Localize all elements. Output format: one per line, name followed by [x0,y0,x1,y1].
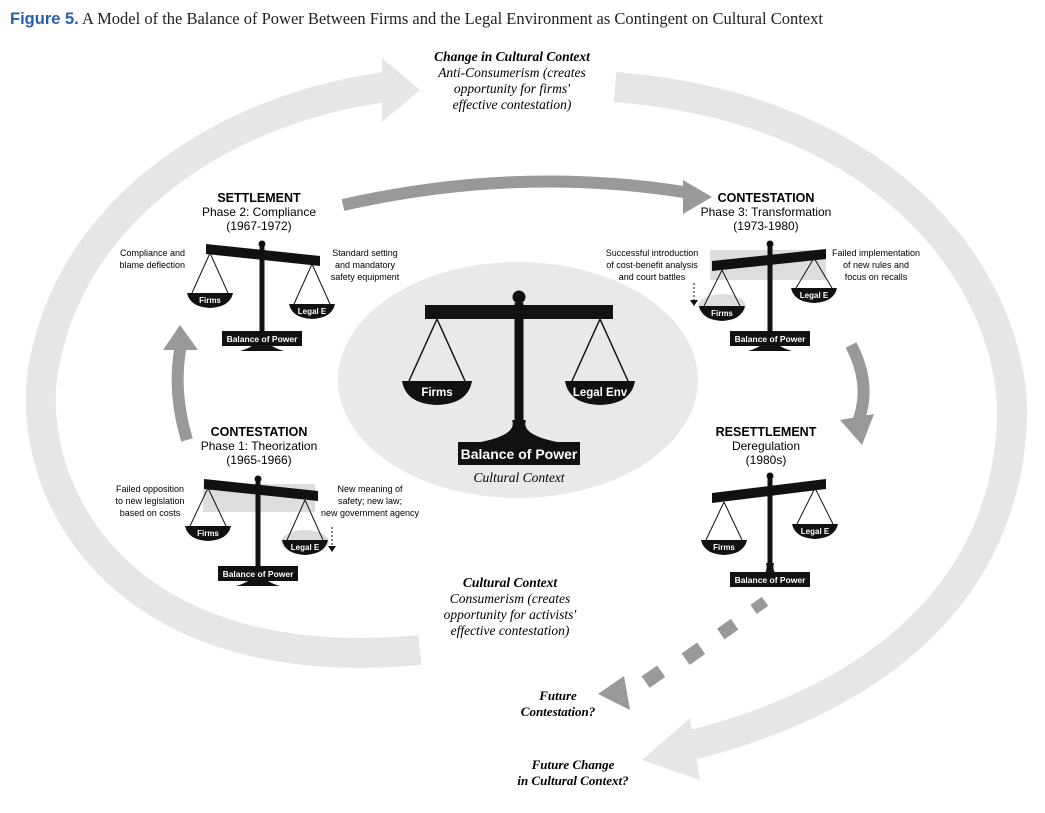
figure-caption-text: A Model of the Balance of Power Between … [81,9,823,28]
contestation3-title: CONTESTATION [718,191,815,205]
settlement-right-pan-label: Legal E [298,307,327,316]
contestation1-left-note-1: Failed opposition [116,484,184,494]
resettlement-right-pan-label: Legal E [801,527,830,536]
outer-arrow-right-arc [613,72,1028,763]
bottom-context-title: Cultural Context [463,575,558,590]
contestation3-left-pan-label: Firms [711,309,733,318]
center-right-pan [565,381,635,405]
resettlement-left-pan-label: Firms [713,543,735,552]
outer-arrow-left-head [382,58,420,122]
contestation3-base [730,331,810,346]
resettlement-stage: RESETTLEMENT Deregulation (1980s) Balanc… [701,425,838,587]
contestation1-right-note-3: new government agency [321,508,420,518]
future-change-line-1: Future Change [531,757,615,772]
contestation1-years: (1965-1966) [226,453,291,467]
center-pivot [512,290,526,304]
inner-cycle-arrows [163,175,874,445]
resettlement-base [730,572,810,587]
contestation3-right-note-1: Failed implementation [832,248,920,258]
future-contestation-line-1: Future [538,688,577,703]
settlement-years: (1967-1972) [226,219,291,233]
top-context-line-2: opportunity for firms' [454,81,571,96]
contestation3-phase: Phase 3: Transformation [701,205,832,219]
contestation1-base [218,566,298,581]
contestation-phase3-stage: CONTESTATION Phase 3: Transformation (19… [606,191,920,351]
top-context-title: Change in Cultural Context [434,49,591,64]
settlement-title: SETTLEMENT [217,191,301,205]
resettlement-phase: Deregulation [732,439,800,453]
center-base [458,442,580,465]
arrow-settlement-to-contestation-head [683,180,712,214]
center-left-pan-label: Firms [421,387,452,399]
contestation3-right-pan-label: Legal E [800,291,829,300]
settlement-left-note-1: Compliance and [120,248,185,258]
contestation1-right-note-2: safety; new law; [338,496,402,506]
contestation3-right-note-3: focus on recalls [845,272,908,282]
bottom-context-line-2: opportunity for activists' [444,607,578,622]
arrow-phase1-to-settlement [171,343,193,442]
outer-cycle-arrows [25,58,1028,780]
top-context-line-1: Anti-Consumerism (creates [437,65,586,80]
settlement-base-label: Balance of Power [227,334,299,344]
resettlement-base-label: Balance of Power [735,575,807,585]
contestation3-base-label: Balance of Power [735,334,807,344]
arrow-contestation-to-resettlement-head [840,414,874,445]
outer-arrow-left-arc [25,72,422,668]
contestation1-right-pan-label: Legal E [291,543,320,552]
arrow-phase1-to-settlement-head [163,325,198,350]
bottom-context-line-3: effective contestation) [451,623,570,638]
contestation3-years: (1973-1980) [733,219,798,233]
future-change-line-2: in Cultural Context? [517,773,629,788]
settlement-right-note-1: Standard setting [332,248,398,258]
contestation-phase1-stage: CONTESTATION Phase 1: Theorization (1965… [115,425,420,586]
center-balance: Balance of Power Firms Legal Env Cultura… [338,262,698,498]
contestation3-left-note-1: Successful introduction [606,248,699,258]
center-base-label: Balance of Power [461,446,578,462]
center-right-pan-label: Legal Env [573,387,628,399]
future-contestation-line-2: Contestation? [521,704,596,719]
contestation3-left-note-3: and court battles [619,272,686,282]
bottom-context-line-1: Consumerism (creates [450,591,571,606]
future-labels: Future Contestation? Future Change in Cu… [517,688,629,788]
contestation1-base-label: Balance of Power [223,569,295,579]
contestation3-left-note-2: of cost-benefit analysis [606,260,698,270]
settlement-left-note-2: blame deflection [119,260,185,270]
settlement-right-note-3: safety equipment [331,272,400,282]
contestation1-left-note-3: based on costs [120,508,181,518]
figure-label: Figure 5. [10,10,79,28]
resettlement-years: (1980s) [746,453,787,467]
top-cultural-context: Change in Cultural Context Anti-Consumer… [434,49,591,112]
settlement-right-note-2: and mandatory [335,260,396,270]
resettlement-title: RESETTLEMENT [716,425,817,439]
center-subtitle: Cultural Context [473,470,565,485]
contestation3-right-note-2: of new rules and [843,260,909,270]
arrow-contestation-to-resettlement [845,342,870,425]
arrow-settlement-to-contestation [341,175,691,211]
settlement-stage: SETTLEMENT Phase 2: Compliance (1967-197… [119,191,400,351]
settlement-base [222,331,302,346]
top-context-line-3: effective contestation) [453,97,572,112]
contestation1-right-note-1: New meaning of [337,484,403,494]
contestation1-title: CONTESTATION [211,425,308,439]
future-dashed-arrow [598,596,769,710]
settlement-left-pan-label: Firms [199,296,221,305]
center-post-foot [462,420,576,445]
bottom-cultural-context: Cultural Context Consumerism (creates op… [444,575,578,638]
contestation1-beam [204,479,318,501]
outer-arrow-right-head [642,718,700,780]
contestation1-left-pan-label: Firms [197,529,219,538]
contestation1-phase: Phase 1: Theorization [201,439,318,453]
contestation1-left-note-2: to new legislation [115,496,184,506]
center-left-pan [402,381,472,405]
figure-caption: Figure 5. A Model of the Balance of Powe… [10,9,823,29]
settlement-phase: Phase 2: Compliance [202,205,316,219]
